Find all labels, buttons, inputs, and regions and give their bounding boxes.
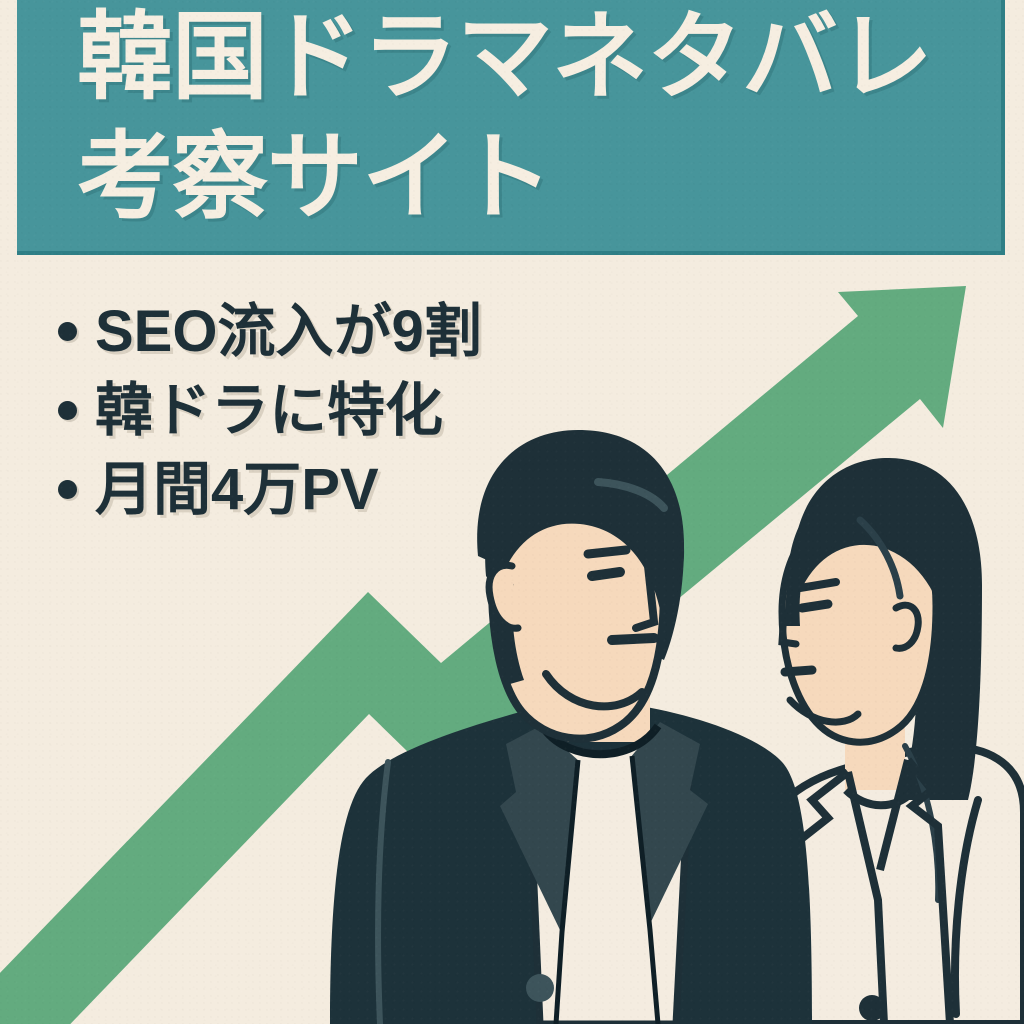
woman-eyebrow bbox=[796, 578, 840, 592]
bullet-label: SEO流入が9割 bbox=[95, 298, 482, 364]
man-ear bbox=[485, 561, 522, 632]
woman-collar-inner bbox=[843, 787, 915, 810]
man-jacket-button bbox=[526, 974, 554, 1002]
man-collar bbox=[541, 723, 662, 759]
man-lapel-left bbox=[500, 726, 580, 930]
man-lapel-right bbox=[630, 722, 708, 928]
woman-hair-front bbox=[787, 478, 962, 640]
woman-nose bbox=[778, 608, 800, 648]
woman-hair-highlight bbox=[856, 516, 904, 600]
upward-growth-arrow-icon bbox=[0, 286, 966, 1024]
woman-lapel-inner-left bbox=[844, 771, 888, 1024]
list-item: 月間4万PV bbox=[58, 450, 482, 529]
man-hair-highlight bbox=[594, 478, 668, 512]
title-banner: 韓国ドラマネタバレ 考察サイト bbox=[17, 0, 1005, 255]
bullet-label: 月間4万PV bbox=[95, 456, 379, 522]
page-title-line-1: 韓国ドラマネタバレ bbox=[77, 4, 933, 111]
man-eyebrow bbox=[583, 545, 631, 559]
woman-eye bbox=[797, 599, 833, 613]
man-jawline bbox=[542, 670, 646, 711]
feature-bullet-list: SEO流入が9割 韓ドラに特化 月間4万PV bbox=[58, 292, 482, 529]
man-sleeve-seam bbox=[375, 759, 391, 1024]
man-jacket-edge-left bbox=[553, 759, 581, 1024]
man-jacket-edge-right bbox=[629, 755, 661, 1024]
woman-lapel-right bbox=[904, 757, 954, 1024]
list-item: SEO流入が9割 bbox=[58, 292, 482, 371]
title-banner-text: 韓国ドラマネタバレ 考察サイト bbox=[77, 2, 991, 245]
bullet-dot-icon bbox=[58, 322, 77, 341]
woman-hair-lock bbox=[785, 540, 812, 626]
man-figure bbox=[330, 430, 812, 1024]
woman-mouth bbox=[780, 665, 817, 677]
woman-jawline bbox=[786, 696, 862, 726]
woman-ear bbox=[892, 601, 922, 652]
bullet-label: 韓ドラに特化 bbox=[95, 377, 444, 443]
page-title-line-2: 考察サイト bbox=[77, 124, 553, 231]
bullet-dot-icon bbox=[58, 401, 77, 420]
man-nose bbox=[632, 562, 659, 632]
man-mouth bbox=[607, 633, 659, 645]
list-item: 韓ドラに特化 bbox=[58, 371, 482, 450]
bullet-dot-icon bbox=[58, 480, 77, 499]
woman-lapel-inner-right bbox=[876, 759, 912, 871]
man-eye bbox=[587, 567, 625, 581]
woman-jacket-button bbox=[859, 995, 885, 1021]
woman-sleeve-seam-right bbox=[951, 796, 982, 1018]
